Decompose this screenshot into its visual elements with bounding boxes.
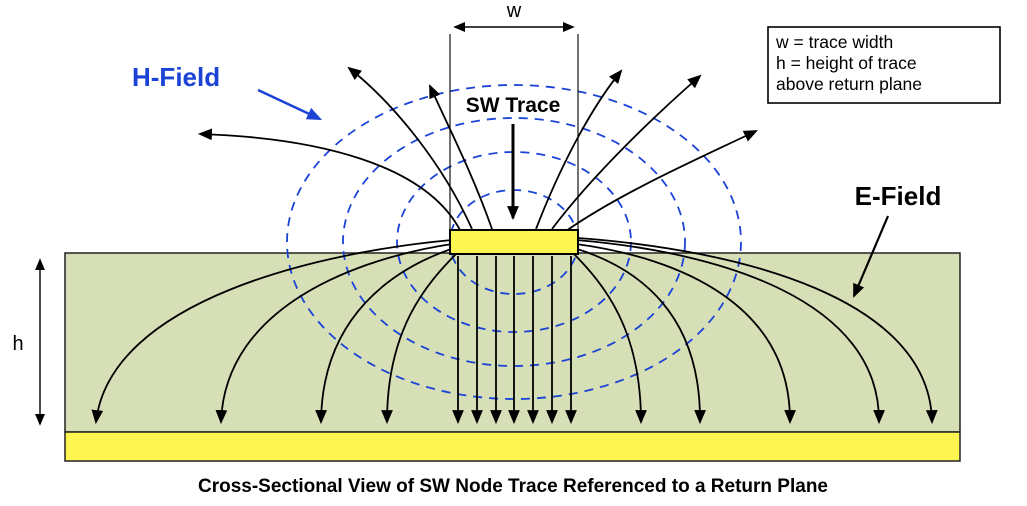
e-field-line: [347, 66, 473, 230]
e-field-line: [577, 237, 938, 425]
e-field-line: [215, 243, 453, 425]
height-dimension-label: h: [12, 333, 23, 355]
e-field-lines-left: [91, 239, 459, 425]
e-field-line: [315, 247, 455, 425]
e-field-line: [381, 251, 459, 425]
sw-trace-rect: [449, 229, 579, 255]
e-field-lines-right: [571, 237, 938, 425]
return-plane: [64, 431, 961, 462]
e-field-lines-vertical: [452, 256, 577, 425]
sw-trace-label: SW Trace: [466, 94, 561, 117]
sw-trace-callout: SW Trace: [466, 94, 561, 221]
legend-line-2: h = height of trace: [776, 53, 917, 73]
e-field-line: [573, 247, 706, 425]
width-dimension-label: w: [506, 0, 522, 22]
e-field-line: [535, 69, 623, 230]
e-field-callout: E-Field: [852, 181, 942, 298]
e-field-pointer-arrow: [852, 215, 890, 298]
h-field-callout: H-Field: [132, 62, 323, 121]
e-field-line: [575, 239, 885, 425]
e-field-lines-up: [197, 66, 758, 232]
e-field-label: E-Field: [855, 181, 942, 211]
legend-line-3: above return plane: [776, 74, 922, 94]
e-field-line: [571, 251, 647, 425]
substrate-region: [64, 252, 961, 433]
h-field-ellipse: [342, 117, 686, 367]
legend-line-1: w = trace width: [775, 32, 893, 52]
e-field-line: [551, 74, 702, 230]
height-dimension: h: [12, 258, 46, 426]
legend-box: w = trace width h = height of trace abov…: [767, 26, 1001, 104]
legend-box-frame: [767, 26, 1001, 104]
e-field-line: [429, 84, 493, 230]
h-field-pointer-arrow: [257, 88, 323, 121]
e-field-line: [565, 130, 758, 232]
h-field-label: H-Field: [132, 62, 220, 92]
h-field-ellipse: [286, 84, 742, 400]
e-field-line: [91, 239, 453, 425]
e-field-line: [575, 243, 796, 425]
width-dimension: w: [449, 0, 579, 229]
diagram-caption: Cross-Sectional View of SW Node Trace Re…: [198, 476, 828, 497]
e-field-line: [197, 128, 461, 231]
